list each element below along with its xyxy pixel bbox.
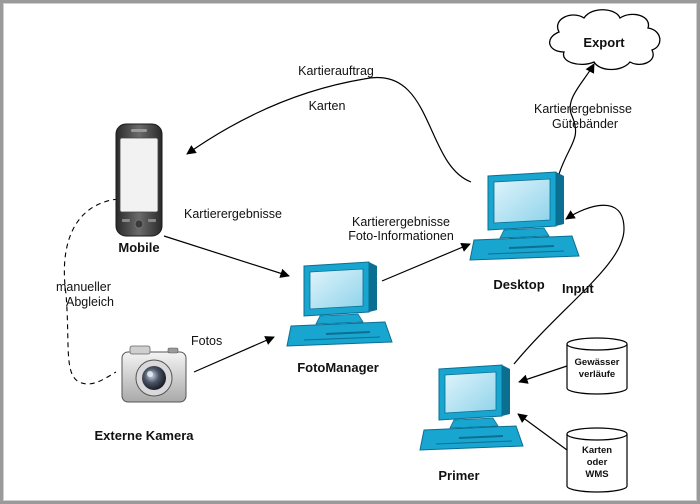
fotomanager-label: FotoManager xyxy=(297,360,379,375)
kartierauftrag-label: Kartierauftrag xyxy=(298,64,374,78)
ergebnisse-foto-label-1: Kartierergebnisse xyxy=(352,215,450,229)
edge-manueller-abgleich xyxy=(63,198,119,385)
ergebnisse-guete-label-2: Gütebänder xyxy=(552,117,618,131)
karten-label: Karten xyxy=(309,99,346,113)
ergebnisse-guete-label-1: Kartierergebnisse xyxy=(534,102,632,116)
karten-wms-database-icon: Karten oder WMS xyxy=(566,427,628,493)
edge-desktop-to-export xyxy=(558,63,595,175)
fotos-label: Fotos xyxy=(191,334,222,348)
kamera-label: Externe Kamera xyxy=(95,428,195,443)
mobile-label: Mobile xyxy=(118,240,159,255)
ergebnisse-foto-label-2: Foto-Informationen xyxy=(348,229,454,243)
edge-primer-to-desktop xyxy=(513,204,625,365)
diagram-canvas: Export Mobile Desktop FotoManager xyxy=(3,3,697,501)
edge-gewaesser-to-primer xyxy=(518,364,571,384)
manueller-label-1: manueller xyxy=(56,280,111,294)
desktop-computer-icon xyxy=(469,171,580,261)
gewaesser-label-2: verläufe xyxy=(579,369,615,380)
primer-label: Primer xyxy=(438,468,479,483)
kartierergebnisse-mobile-label: Kartierergebnisse xyxy=(184,207,282,221)
mobile-phone-icon xyxy=(115,123,163,237)
primer-computer-icon xyxy=(419,364,524,451)
karten-wms-label-1: Karten xyxy=(582,445,612,456)
desktop-label: Desktop xyxy=(493,277,544,292)
karten-wms-label-3: WMS xyxy=(585,469,608,480)
camera-icon xyxy=(121,345,187,403)
edge-fotomanager-to-desktop xyxy=(381,242,471,282)
export-cloud: Export xyxy=(549,9,661,71)
export-label: Export xyxy=(583,35,625,50)
karten-wms-label-2: oder xyxy=(587,457,608,468)
fotomanager-computer-icon xyxy=(286,261,393,347)
edge-karten-wms-to-primer xyxy=(517,413,568,451)
edge-mobile-to-fotomanager xyxy=(163,235,290,278)
manueller-label-2: Abgleich xyxy=(66,295,114,309)
edge-desktop-to-mobile xyxy=(186,76,472,183)
gewaesser-label-1: Gewässer xyxy=(575,357,620,368)
input-label: Input xyxy=(562,281,594,296)
gewaesser-database-icon: Gewässer verläufe xyxy=(566,337,628,395)
edge-kamera-to-fotomanager xyxy=(193,336,275,373)
